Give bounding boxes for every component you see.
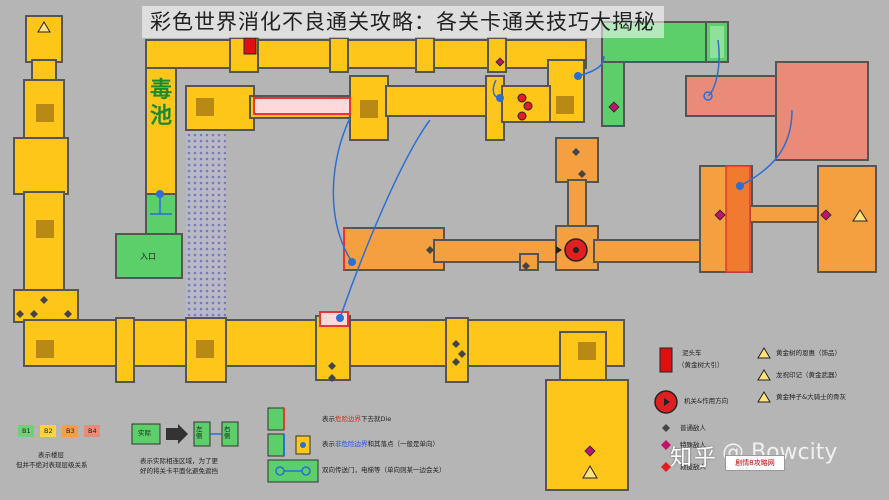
mechanism-legend: 机关&作用方向 (684, 397, 729, 405)
special-enemy-legend: 特殊敌人 (680, 441, 706, 449)
actual-label: 实际 (138, 429, 151, 437)
poison-pool-label: 毒池 (149, 78, 172, 130)
actual-caption-1: 表示实际相连区域，为了更 (140, 457, 218, 465)
floor-b3: B3 (66, 427, 75, 435)
floor-caption-2: 但并不绝对表现层级关系 (16, 461, 88, 469)
site-badge: 剧情8攻略网 (725, 455, 785, 471)
teleport-legend: 双向传送门，电梯等（单向则某一边会关） (322, 466, 446, 474)
car-legend-1: 泥头车 (682, 349, 702, 357)
danger-legend: 表示危险边界下去就Die (322, 415, 392, 423)
yellow-markers (36, 96, 596, 360)
floor-caption-1: 表示楼层 (38, 451, 64, 459)
drop-points (156, 72, 744, 322)
legend-graphics (18, 347, 771, 483)
poison-dots (186, 128, 226, 318)
red-balls (517, 93, 533, 121)
normal-enemy-legend: 普通敌人 (680, 424, 706, 432)
floor-b4: B4 (88, 427, 97, 435)
tile-left-label: 左侧 (196, 425, 203, 441)
entrance-label: 入口 (140, 252, 156, 261)
rescue-enemy-legend: 救援敌人 (680, 463, 706, 471)
safe-legend: 表示非危险边界和其落点（一般是单向） (322, 440, 439, 448)
enemy-markers (16, 148, 586, 382)
floor-b1: B1 (22, 427, 31, 435)
floor-b2: B2 (44, 427, 53, 435)
salmon-floor (685, 61, 869, 161)
car-legend-2: （黄金树大引） (678, 361, 724, 369)
warn-seed-legend: 黄金种子&大骑士的骨灰 (776, 393, 847, 401)
tile-right-label: 右侧 (224, 425, 231, 441)
zhihu-watermark: 知乎 (670, 446, 719, 471)
warning-markers (37, 21, 868, 479)
page-title: 彩色世界消化不良通关攻略：各关卡通关技巧大揭秘 (142, 6, 664, 38)
warn-dragon-legend: 龙祝印记（黄金武器） (776, 371, 841, 379)
actual-caption-2: 好的将关卡平面化避免遮挡 (140, 467, 218, 475)
warn-gold-legend: 黄金树的恩惠（饰品） (776, 349, 841, 357)
drop-paths (150, 39, 793, 319)
special-enemy-markers (495, 57, 832, 457)
mechanism-marker (556, 238, 588, 262)
